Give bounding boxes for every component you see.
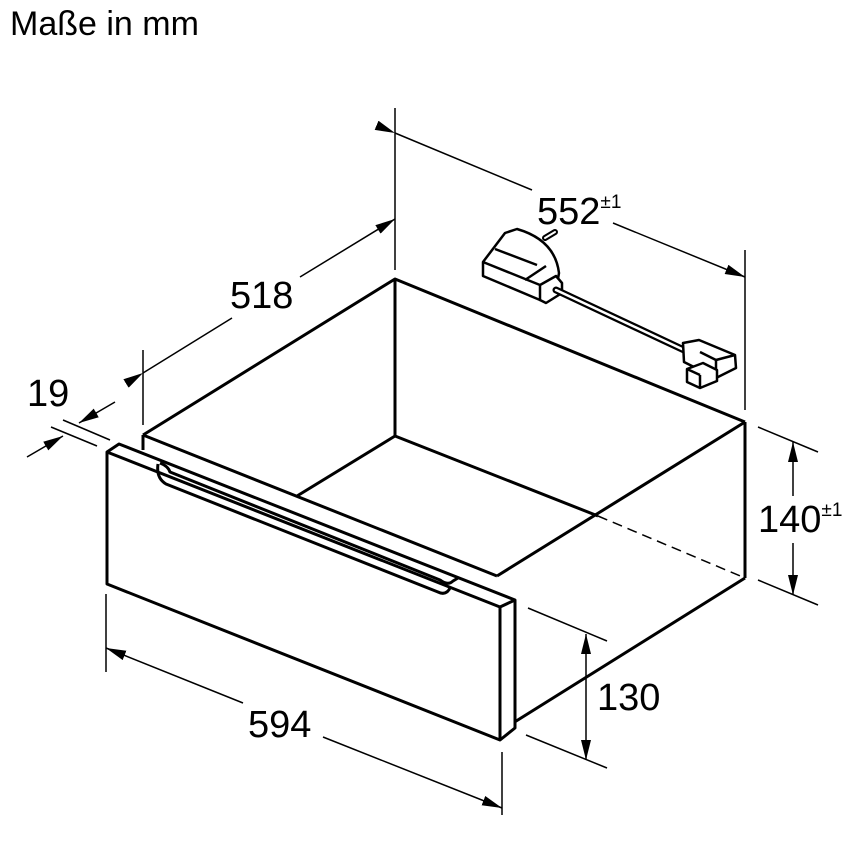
front-panel — [105, 442, 517, 742]
power-plug-icon — [481, 227, 738, 390]
dimension-label-594: 594 — [248, 704, 312, 746]
dimension-label-552: 552±1 — [537, 191, 622, 233]
dimension-label-130: 130 — [597, 677, 661, 719]
dimension-label-19: 19 — [27, 373, 70, 415]
dimension-lines — [26, 108, 819, 815]
page-title: Maße in mm — [10, 5, 199, 43]
hidden-edge — [597, 515, 746, 579]
drawer-body — [141, 277, 747, 725]
dimension-label-140: 140±1 — [758, 499, 843, 541]
dimension-label-518: 518 — [230, 275, 294, 317]
